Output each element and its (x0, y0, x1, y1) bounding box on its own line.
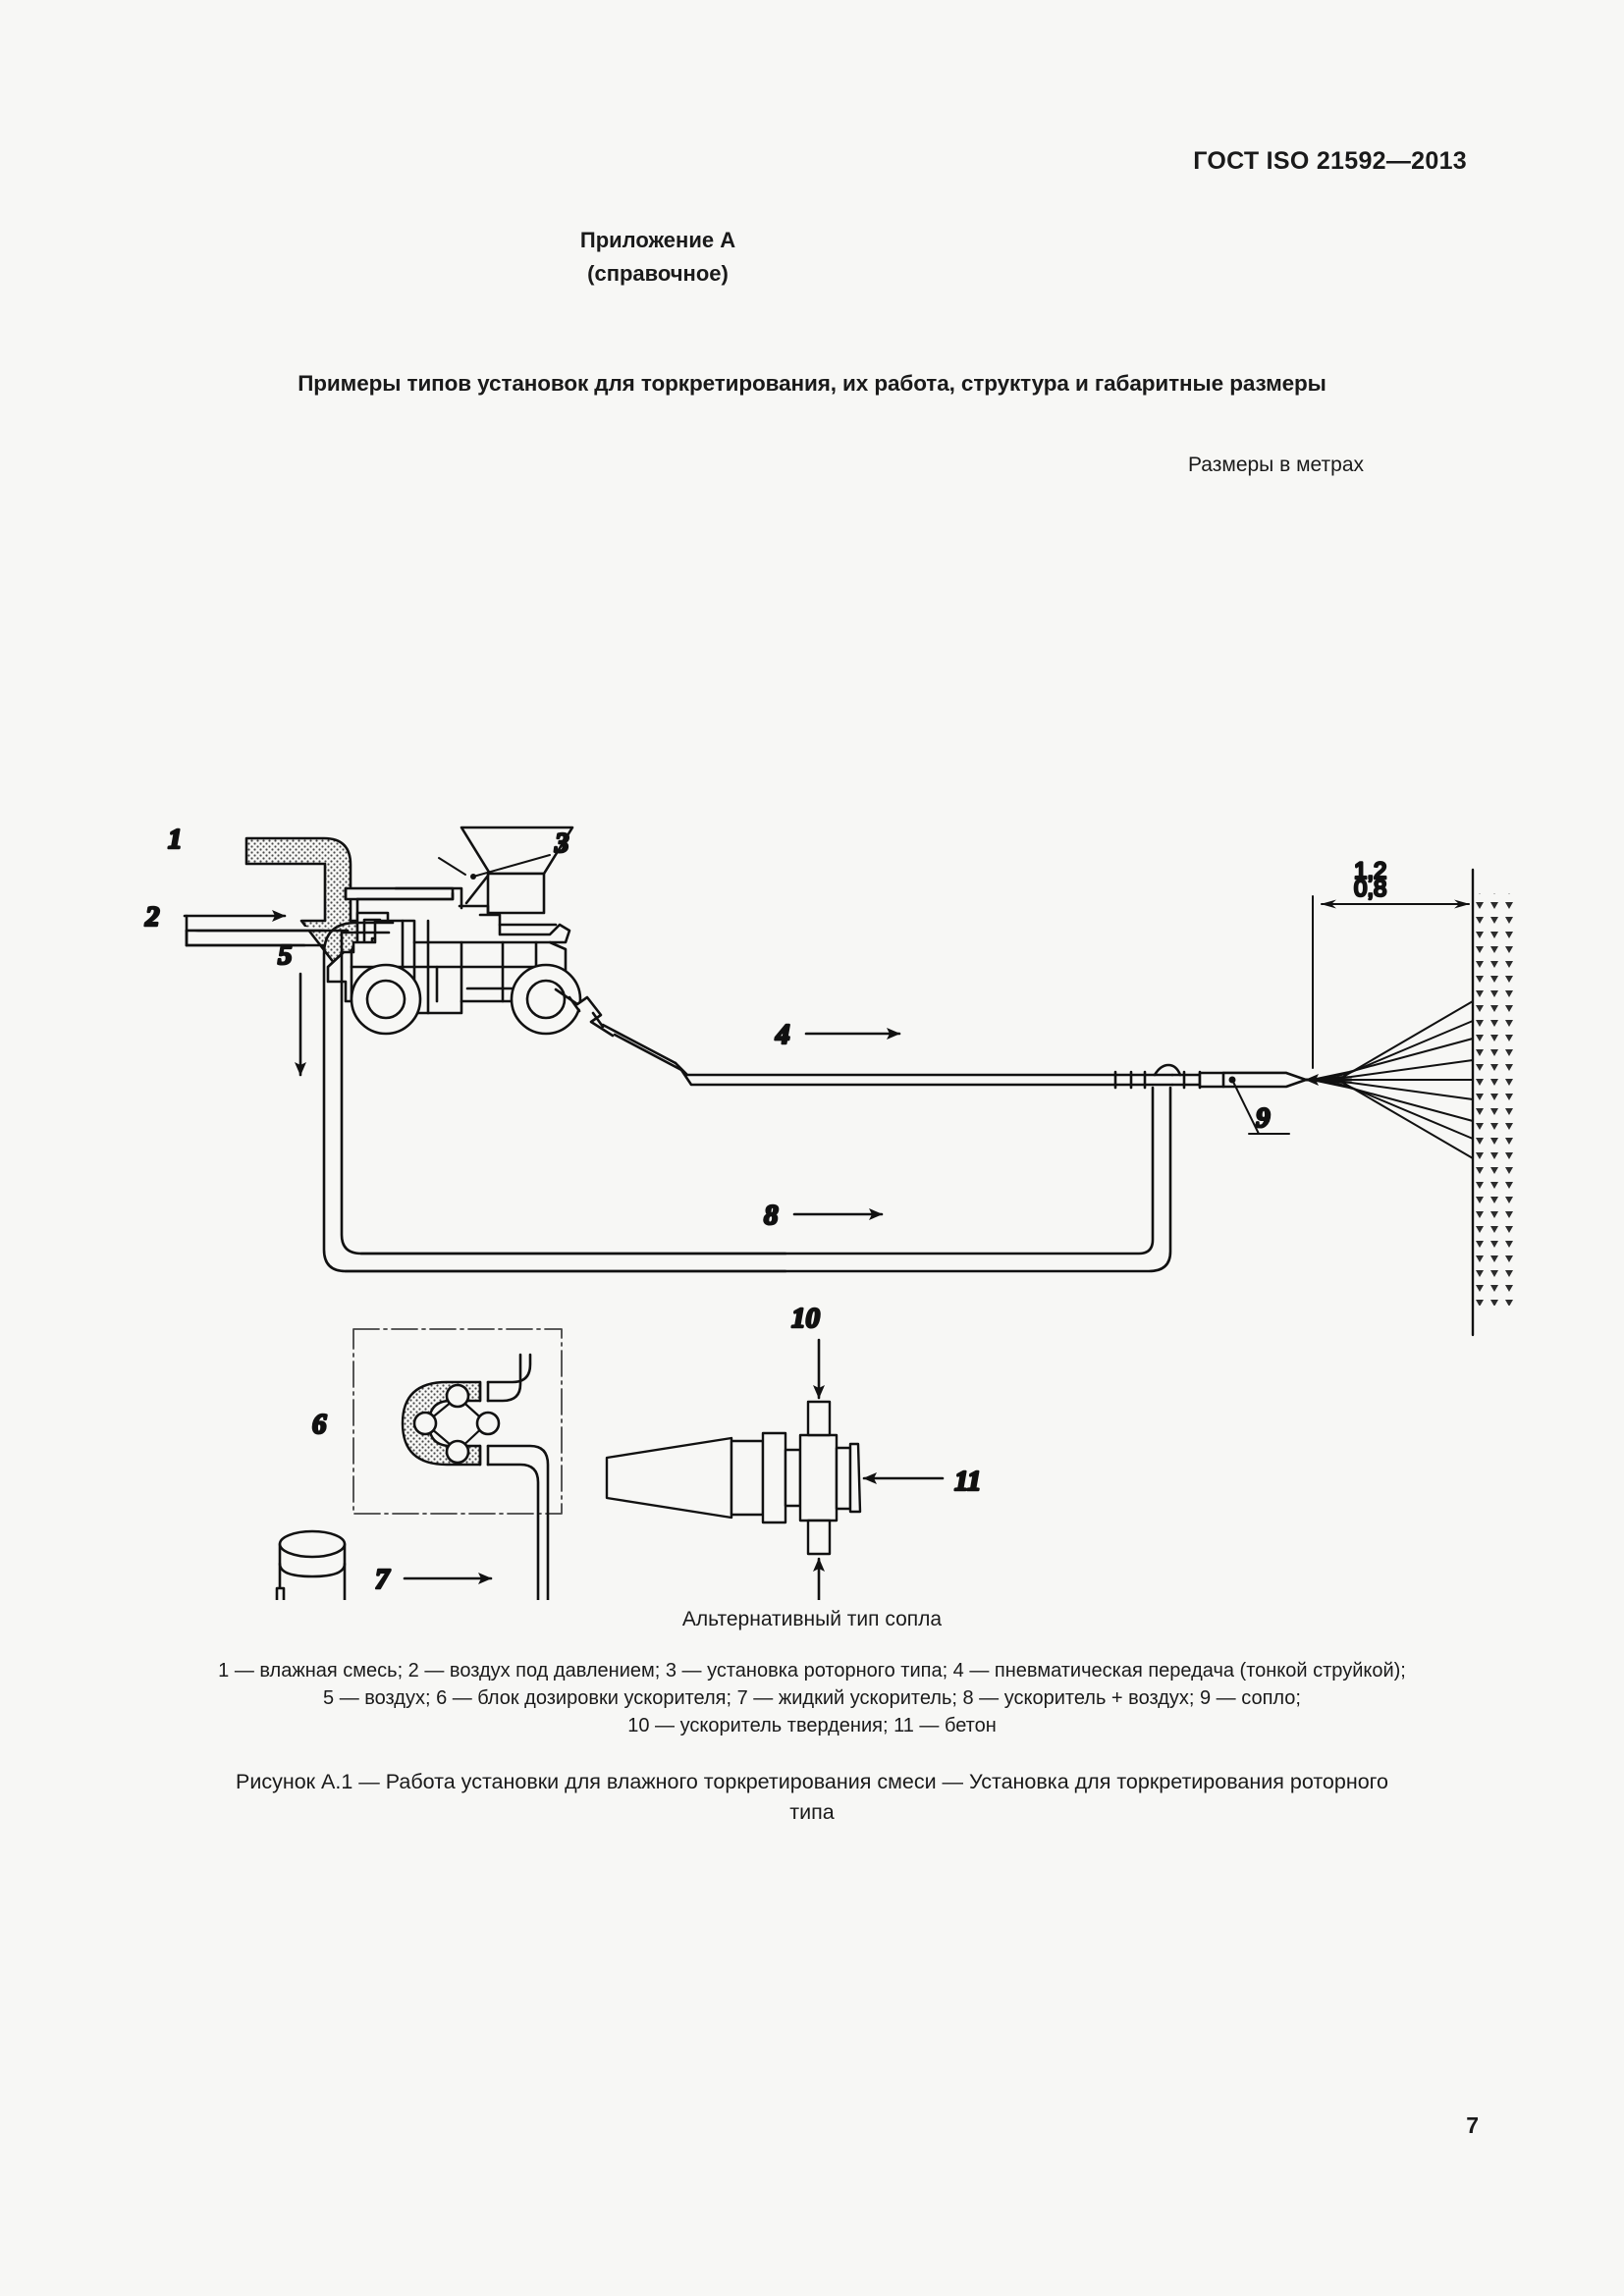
concrete-wall (1471, 868, 1520, 1337)
figure-caption: Рисунок А.1 — Работа установки для влажн… (223, 1767, 1401, 1828)
callout-3: 3 (554, 828, 569, 859)
figure-a1-graphic: 1 3 (0, 471, 1624, 1600)
material-hose-4 (554, 988, 1239, 1090)
accelerator-air-line-8 (344, 1086, 1172, 1273)
callout-10: 10 (791, 1303, 820, 1334)
callout-11: 11 (954, 1466, 981, 1497)
dimension-0-8: 0,8 (1354, 876, 1386, 902)
legend-line-1: 1 — влажная смесь; 2 — воздух под давлен… (218, 1660, 1406, 1682)
machine-wheels (350, 963, 582, 1036)
alt-nozzle-caption: Альтернативный тип сопла (681, 1608, 943, 1630)
callout-9: 9 (1256, 1102, 1271, 1134)
section-heading: Примеры типов установок для торкретирова… (298, 371, 1326, 396)
callout-5: 5 (278, 939, 293, 971)
accelerator-dosing-unit-6 (352, 1328, 563, 1600)
annex-heading: Приложение А (справочное) (0, 224, 1316, 291)
callout-4: 4 (775, 1019, 790, 1050)
callout-8: 8 (764, 1200, 779, 1231)
callout-6: 6 (312, 1409, 327, 1440)
air-line-5 (322, 921, 787, 1273)
hopper (460, 826, 574, 915)
callout-1: 1 (168, 824, 183, 855)
dimension-1-2: 1,2 (1354, 858, 1386, 884)
figure-caption-line-2: роторного типа (789, 1770, 1388, 1824)
legend-line-3: 10 — ускоритель твердения; 11 — бетон (627, 1715, 997, 1736)
alternative-nozzle (605, 1400, 862, 1556)
annex-title: Приложение А (579, 228, 736, 252)
standard-header: ГОСТ ISO 21592—2013 (1193, 147, 1467, 175)
figure-legend: 1 — влажная смесь; 2 — воздух под давлен… (0, 1657, 1624, 1739)
units-note: Размеры в метрах (1188, 454, 1364, 476)
nozzle-9 (1198, 1071, 1308, 1089)
callout-2: 2 (144, 901, 160, 933)
liquid-accelerator-barrel (275, 1529, 347, 1600)
compressed-air-inlet (185, 914, 350, 947)
figure-caption-line-1: Рисунок А.1 — Работа установки для влажн… (235, 1770, 1284, 1793)
annex-subtitle: (справочное) (587, 261, 729, 286)
legend-line-2: 5 — воздух; 6 — блок дозировки ускорител… (323, 1687, 1301, 1709)
dimension-lines (1312, 895, 1470, 1069)
callout-7: 7 (375, 1564, 391, 1595)
page-number: 7 (1466, 2112, 1479, 2138)
